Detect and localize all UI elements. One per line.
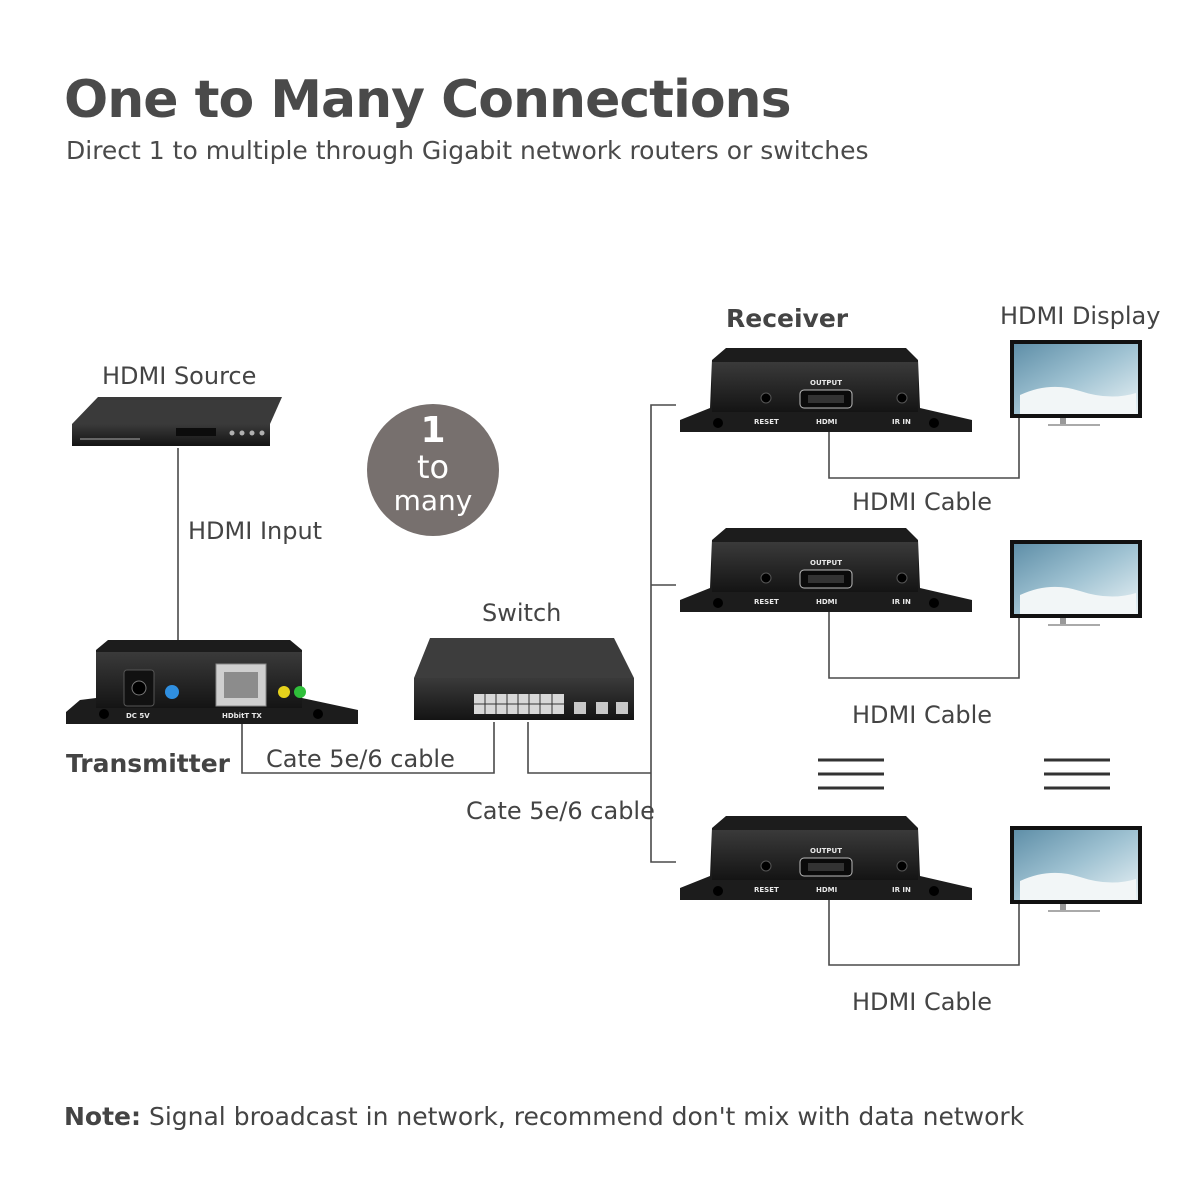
badge-number: 1 xyxy=(420,410,446,451)
connection-lines xyxy=(177,404,1020,966)
rx3-reset-label: RESET xyxy=(754,886,779,894)
tx-port-label: HDbitT TX xyxy=(222,712,262,720)
network-switch xyxy=(414,638,634,720)
hdmi-display-3 xyxy=(1010,826,1142,912)
hdmi-cable-line-1 xyxy=(828,416,1020,479)
hdmi-input-label: HDMI Input xyxy=(188,517,323,545)
hdmi-display-2 xyxy=(1010,540,1142,626)
receiver-device-3 xyxy=(680,816,972,900)
page-title: One to Many Connections xyxy=(64,70,792,130)
hdmi-cable-line-3 xyxy=(828,900,1020,966)
hdmi-cable-label-1: HDMI Cable xyxy=(852,488,993,516)
tx-dc-label: DC 5V xyxy=(126,712,150,720)
note-text: Signal broadcast in network, recommend d… xyxy=(141,1102,1025,1131)
more-displays-indicator xyxy=(1044,758,1110,790)
rx1-output-label: OUTPUT xyxy=(810,379,842,387)
receiver-device-2 xyxy=(680,528,972,612)
one-to-many-badge: 1 to many xyxy=(367,404,499,536)
rx1-reset-label: RESET xyxy=(754,418,779,426)
transmitter-device xyxy=(66,640,358,724)
rx1-hdmi-label: HDMI xyxy=(816,418,837,426)
hdmi-source-device xyxy=(72,397,282,446)
rx3-hdmi-label: HDMI xyxy=(816,886,837,894)
badge-word-many: many xyxy=(393,484,473,517)
rx1-irin-label: IR IN xyxy=(892,418,911,426)
rx2-irin-label: IR IN xyxy=(892,598,911,606)
footer-note: Note: Signal broadcast in network, recom… xyxy=(64,1102,1024,1131)
rx3-output-label: OUTPUT xyxy=(810,847,842,855)
page-subtitle: Direct 1 to multiple through Gigabit net… xyxy=(66,136,869,165)
switch-label: Switch xyxy=(482,599,562,627)
rx2-hdmi-label: HDMI xyxy=(816,598,837,606)
rx-bus-line xyxy=(650,404,676,863)
hdmi-source-label: HDMI Source xyxy=(102,362,257,390)
switch-cable-label: Cate 5e/6 cable xyxy=(466,797,655,825)
receiver-label: Receiver xyxy=(726,304,849,333)
switch-to-rx-cable xyxy=(527,722,651,774)
hdmi-cable-label-3: HDMI Cable xyxy=(852,988,993,1016)
hdmi-display-1 xyxy=(1010,340,1142,426)
rx2-output-label: OUTPUT xyxy=(810,559,842,567)
more-receivers-indicator xyxy=(818,758,884,790)
hdmi-display-label: HDMI Display xyxy=(1000,302,1161,330)
receiver-device-1 xyxy=(680,348,972,432)
rx3-irin-label: IR IN xyxy=(892,886,911,894)
badge-word-to: to xyxy=(416,448,450,486)
tx-cable-label: Cate 5e/6 cable xyxy=(266,745,455,773)
transmitter-label: Transmitter xyxy=(66,749,230,778)
hdmi-cable-label-2: HDMI Cable xyxy=(852,701,993,729)
note-label: Note: xyxy=(64,1102,142,1131)
hdmi-cable-line-2 xyxy=(828,612,1020,679)
tx-to-switch-cable xyxy=(241,722,495,774)
rx2-reset-label: RESET xyxy=(754,598,779,606)
